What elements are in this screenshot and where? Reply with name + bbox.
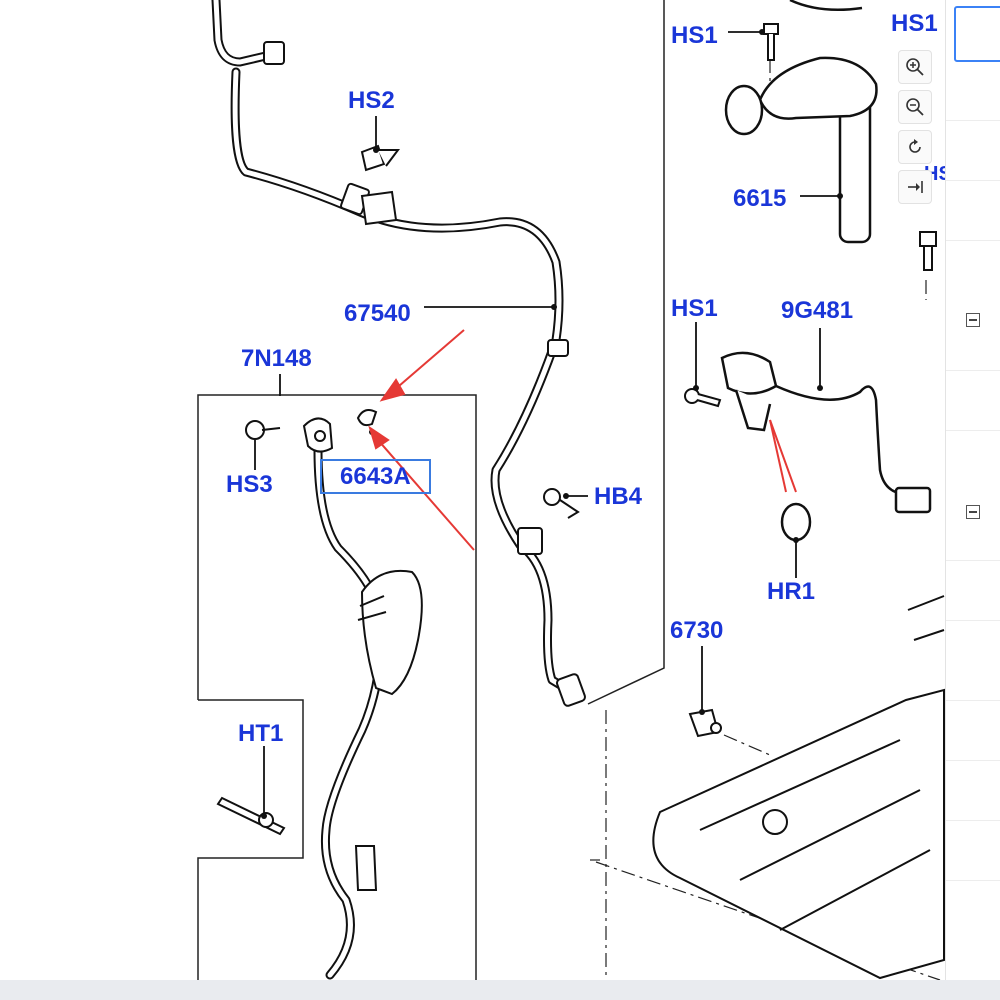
label-7n148[interactable]: 7N148 xyxy=(241,345,312,372)
pipe-67540-inner xyxy=(213,0,575,695)
rail-divider xyxy=(946,820,1000,821)
leader-lines xyxy=(254,31,840,816)
zoom-in-icon xyxy=(906,58,924,76)
dots xyxy=(261,29,843,819)
rail-divider xyxy=(946,180,1000,181)
rail-divider xyxy=(946,760,1000,761)
rail-divider xyxy=(946,700,1000,701)
label-hb4[interactable]: HB4 xyxy=(594,483,643,510)
fit-to-width-icon xyxy=(908,181,923,193)
label-ht1[interactable]: HT1 xyxy=(238,720,284,747)
pipe-bracket xyxy=(302,417,378,891)
rail-divider xyxy=(946,120,1000,121)
label-hs1-top[interactable]: HS1 xyxy=(671,22,718,49)
oil-pan xyxy=(652,595,945,980)
rail-divider xyxy=(946,370,1000,371)
fit-width-button[interactable] xyxy=(898,170,932,204)
collapse-button[interactable] xyxy=(966,505,980,519)
right-panel xyxy=(945,0,1000,1000)
label-6643a[interactable]: 6643A xyxy=(320,459,431,494)
zoom-in-button[interactable] xyxy=(898,50,932,84)
rail-divider xyxy=(946,560,1000,561)
rotate-icon xyxy=(909,139,921,153)
rail-divider xyxy=(946,620,1000,621)
rail-divider xyxy=(946,880,1000,881)
heat-shield xyxy=(357,570,423,696)
zoom-out-icon xyxy=(906,98,924,116)
sensor-9g481 xyxy=(720,351,932,542)
bottom-scrollbar[interactable] xyxy=(0,980,1000,1000)
label-67540[interactable]: 67540 xyxy=(344,300,411,327)
label-hs2[interactable]: HS2 xyxy=(348,87,395,114)
rotate-button[interactable] xyxy=(898,130,932,164)
label-hs1-mid[interactable]: HS1 xyxy=(671,295,718,322)
thumbnail-selected[interactable] xyxy=(954,6,1000,62)
rail-divider xyxy=(946,240,1000,241)
rail-divider xyxy=(946,430,1000,431)
collapse-button[interactable] xyxy=(966,313,980,327)
red-arrows xyxy=(368,329,797,551)
label-9g481[interactable]: 9G481 xyxy=(781,297,854,324)
oil-pickup-6615 xyxy=(724,0,878,244)
zoom-out-button[interactable] xyxy=(898,90,932,124)
label-6730[interactable]: 6730 xyxy=(670,617,724,644)
label-hr1[interactable]: HR1 xyxy=(767,578,816,605)
section-frames xyxy=(197,0,665,980)
fasteners xyxy=(216,23,937,836)
pipe-clips xyxy=(263,41,586,707)
label-hs1-top-right[interactable]: HS1 xyxy=(891,10,938,37)
label-6615[interactable]: 6615 xyxy=(733,185,787,212)
pipe-6643a-inner xyxy=(315,447,384,978)
label-hs3[interactable]: HS3 xyxy=(226,471,273,498)
